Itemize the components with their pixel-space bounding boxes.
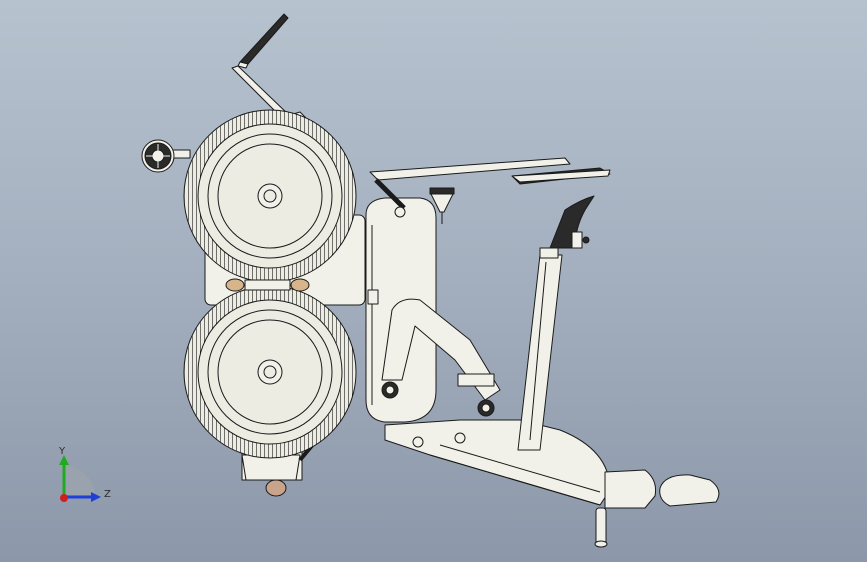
- triad-y-arrow: [59, 455, 69, 465]
- bike-model: [141, 13, 720, 548]
- lower-wheel: [183, 285, 357, 459]
- front-stabilizer: [594, 469, 720, 548]
- triad-z-label: Z: [104, 489, 111, 500]
- axle-connectors: [225, 278, 310, 292]
- caster-wheel: [141, 139, 191, 173]
- bike-seat: [549, 195, 595, 249]
- base-frame: [384, 419, 611, 506]
- seat-post: [517, 247, 563, 451]
- upper-wheel: [183, 109, 357, 283]
- coordinate-triad: Y Z: [58, 446, 111, 502]
- cup-knob: [429, 187, 455, 224]
- triad-x-origin: [60, 494, 68, 502]
- top-tray: [369, 157, 611, 218]
- triad-y-label: Y: [58, 446, 66, 457]
- crank-arm: [381, 298, 501, 417]
- upper-handle-arm: [231, 13, 311, 127]
- triad-z-arrow: [91, 492, 101, 502]
- triad-quadrant: [64, 466, 95, 497]
